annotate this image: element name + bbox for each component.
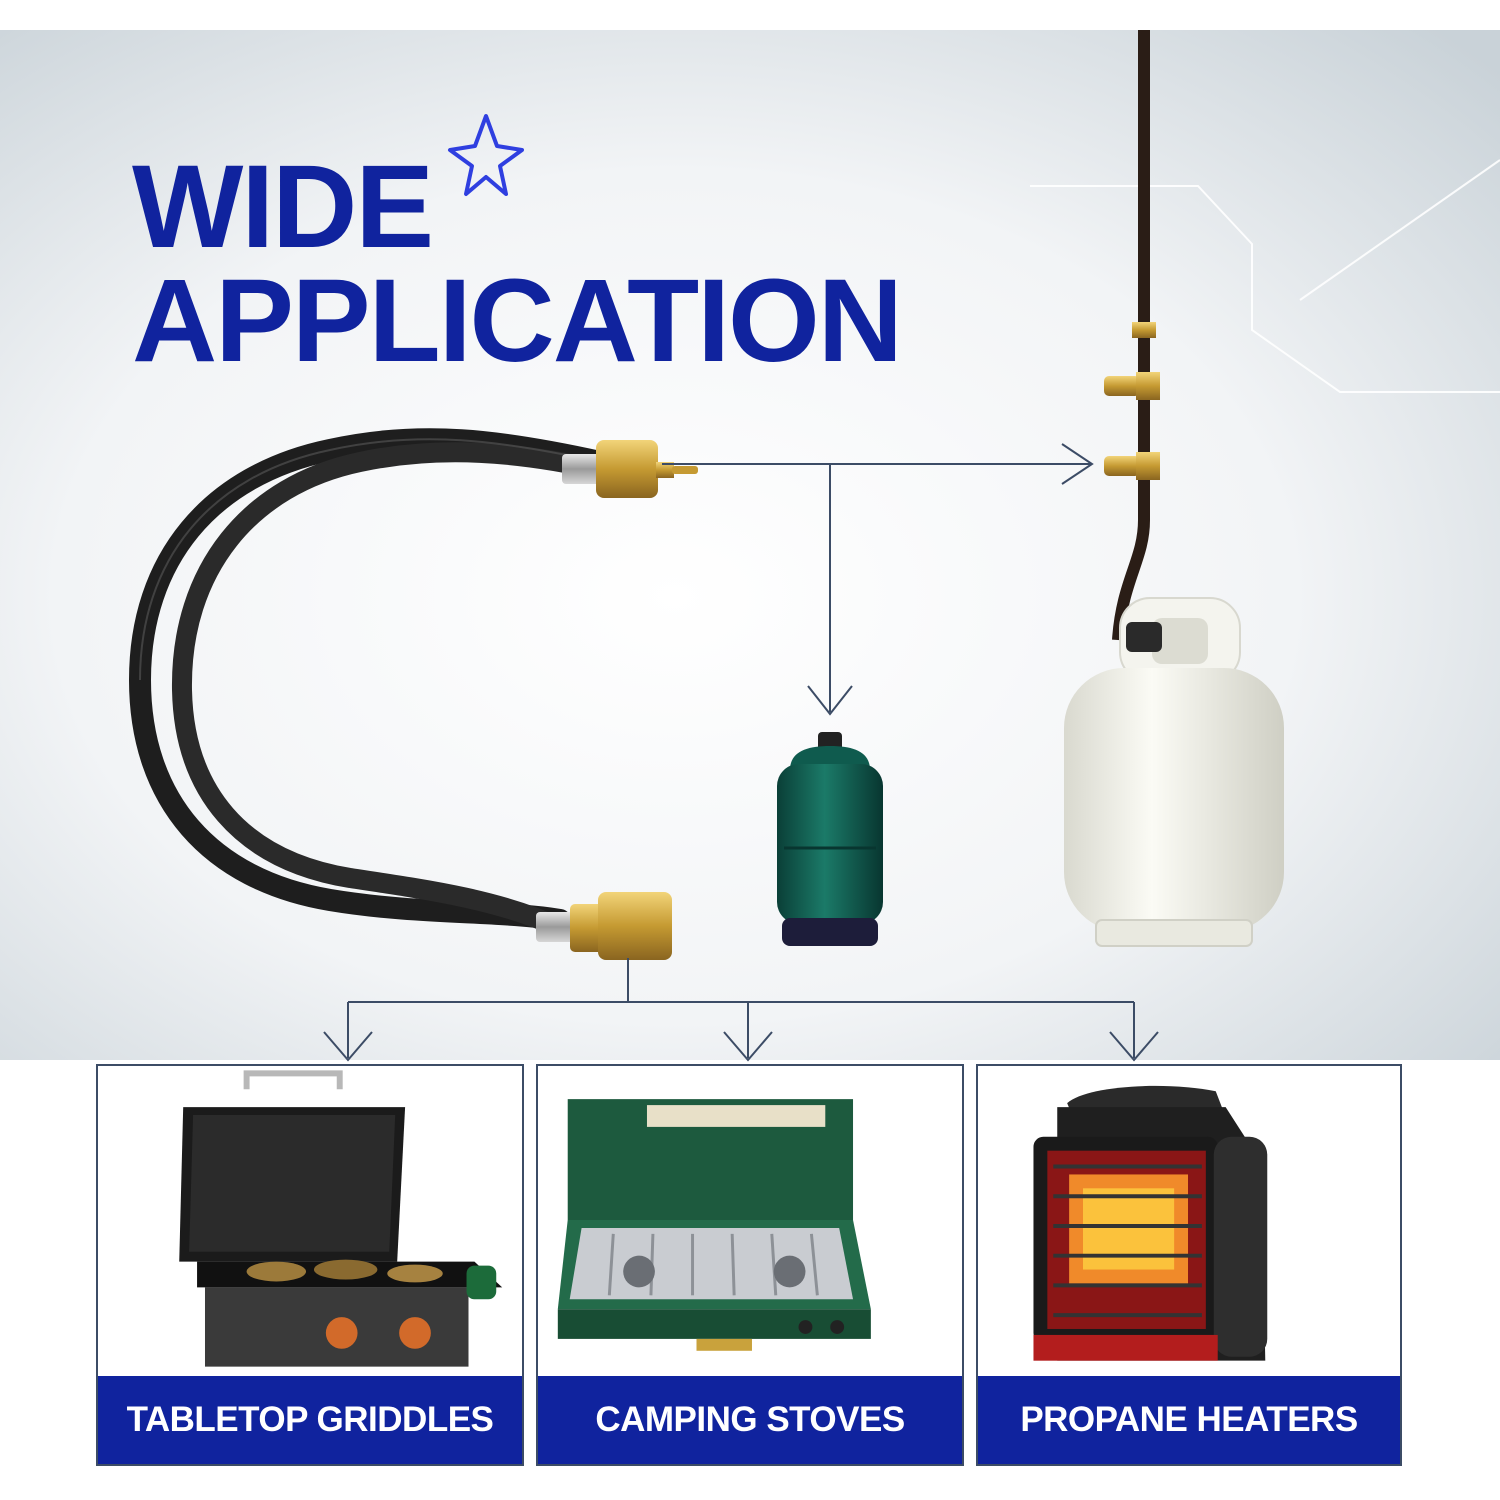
griddle-illustration	[179, 1070, 503, 1367]
application-card-camping-stoves: CAMPING STOVES	[536, 1064, 964, 1466]
bottom-fitting	[536, 892, 672, 960]
application-label: TABLETOP GRIDDLES	[98, 1376, 522, 1464]
headline-line-2: APPLICATION	[132, 255, 903, 387]
propane-tank	[1064, 597, 1284, 947]
camping-stove-illustration	[557, 1099, 871, 1351]
application-card-propane-heaters: PROPANE HEATERS	[976, 1064, 1402, 1466]
application-card-tabletop-griddles: TABLETOP GRIDDLES	[96, 1064, 524, 1466]
application-label: PROPANE HEATERS	[978, 1376, 1400, 1464]
connector-lines	[323, 443, 1159, 1062]
sparkle-icon	[448, 114, 524, 196]
application-label: CAMPING STOVES	[538, 1376, 962, 1464]
propane-heater-illustration	[1033, 1085, 1268, 1361]
decor-lines	[1030, 159, 1500, 393]
headline-line-1: WIDE	[132, 141, 434, 273]
hose	[128, 428, 611, 938]
propane-cylinder	[777, 732, 883, 946]
top-fitting	[562, 440, 698, 498]
